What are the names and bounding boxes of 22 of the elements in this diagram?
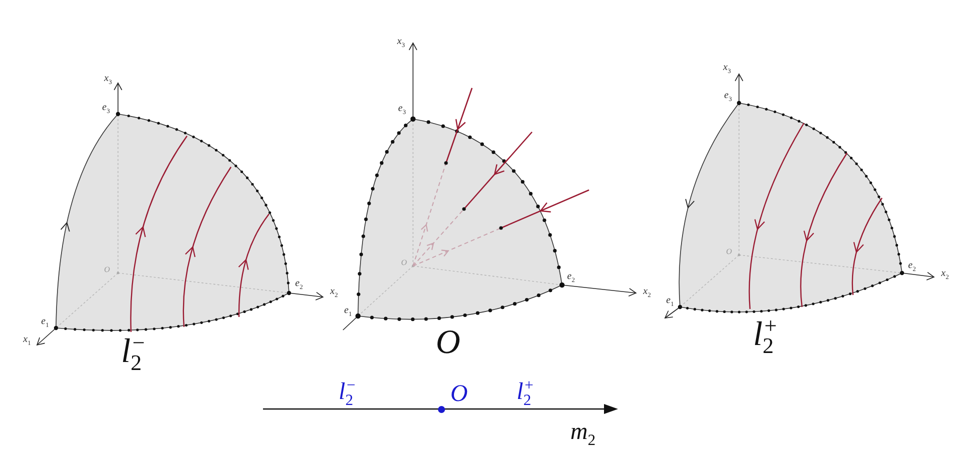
vertex-label: e$_{3}$ bbox=[724, 91, 732, 101]
axis-label: x$_{2}$ bbox=[643, 287, 651, 297]
vertex-label: e$_{2}$ bbox=[295, 279, 303, 289]
origin-label: O bbox=[401, 259, 407, 267]
vertex-label: e$_{2}$ bbox=[908, 261, 916, 271]
axis-label: x$_{1}$ bbox=[23, 335, 31, 345]
axis-label: x$_{2}$ bbox=[330, 287, 338, 297]
vertex-label: e$_{3}$ bbox=[398, 104, 406, 114]
vertex-label: e$_{1}$ bbox=[666, 296, 674, 306]
axis-label: x$_{3}$ bbox=[397, 37, 405, 47]
axis-label: x$_{2}$ bbox=[941, 269, 949, 279]
axis-label: m$_{2}$ bbox=[570, 420, 596, 444]
point-label: O bbox=[450, 382, 468, 406]
vertex-label: e$_{2}$ bbox=[567, 272, 575, 282]
axis-label: x$_{3}$ bbox=[104, 74, 112, 84]
axis-label: x$_{3}$ bbox=[723, 63, 731, 73]
origin-label: O bbox=[104, 266, 110, 274]
panel-caption: O bbox=[436, 326, 460, 360]
vertex-label: e$_{1}$ bbox=[344, 306, 352, 316]
origin-label: O bbox=[726, 248, 732, 256]
vertex-label: e$_{1}$ bbox=[41, 317, 49, 327]
vertex-label: e$_{3}$ bbox=[102, 103, 110, 113]
